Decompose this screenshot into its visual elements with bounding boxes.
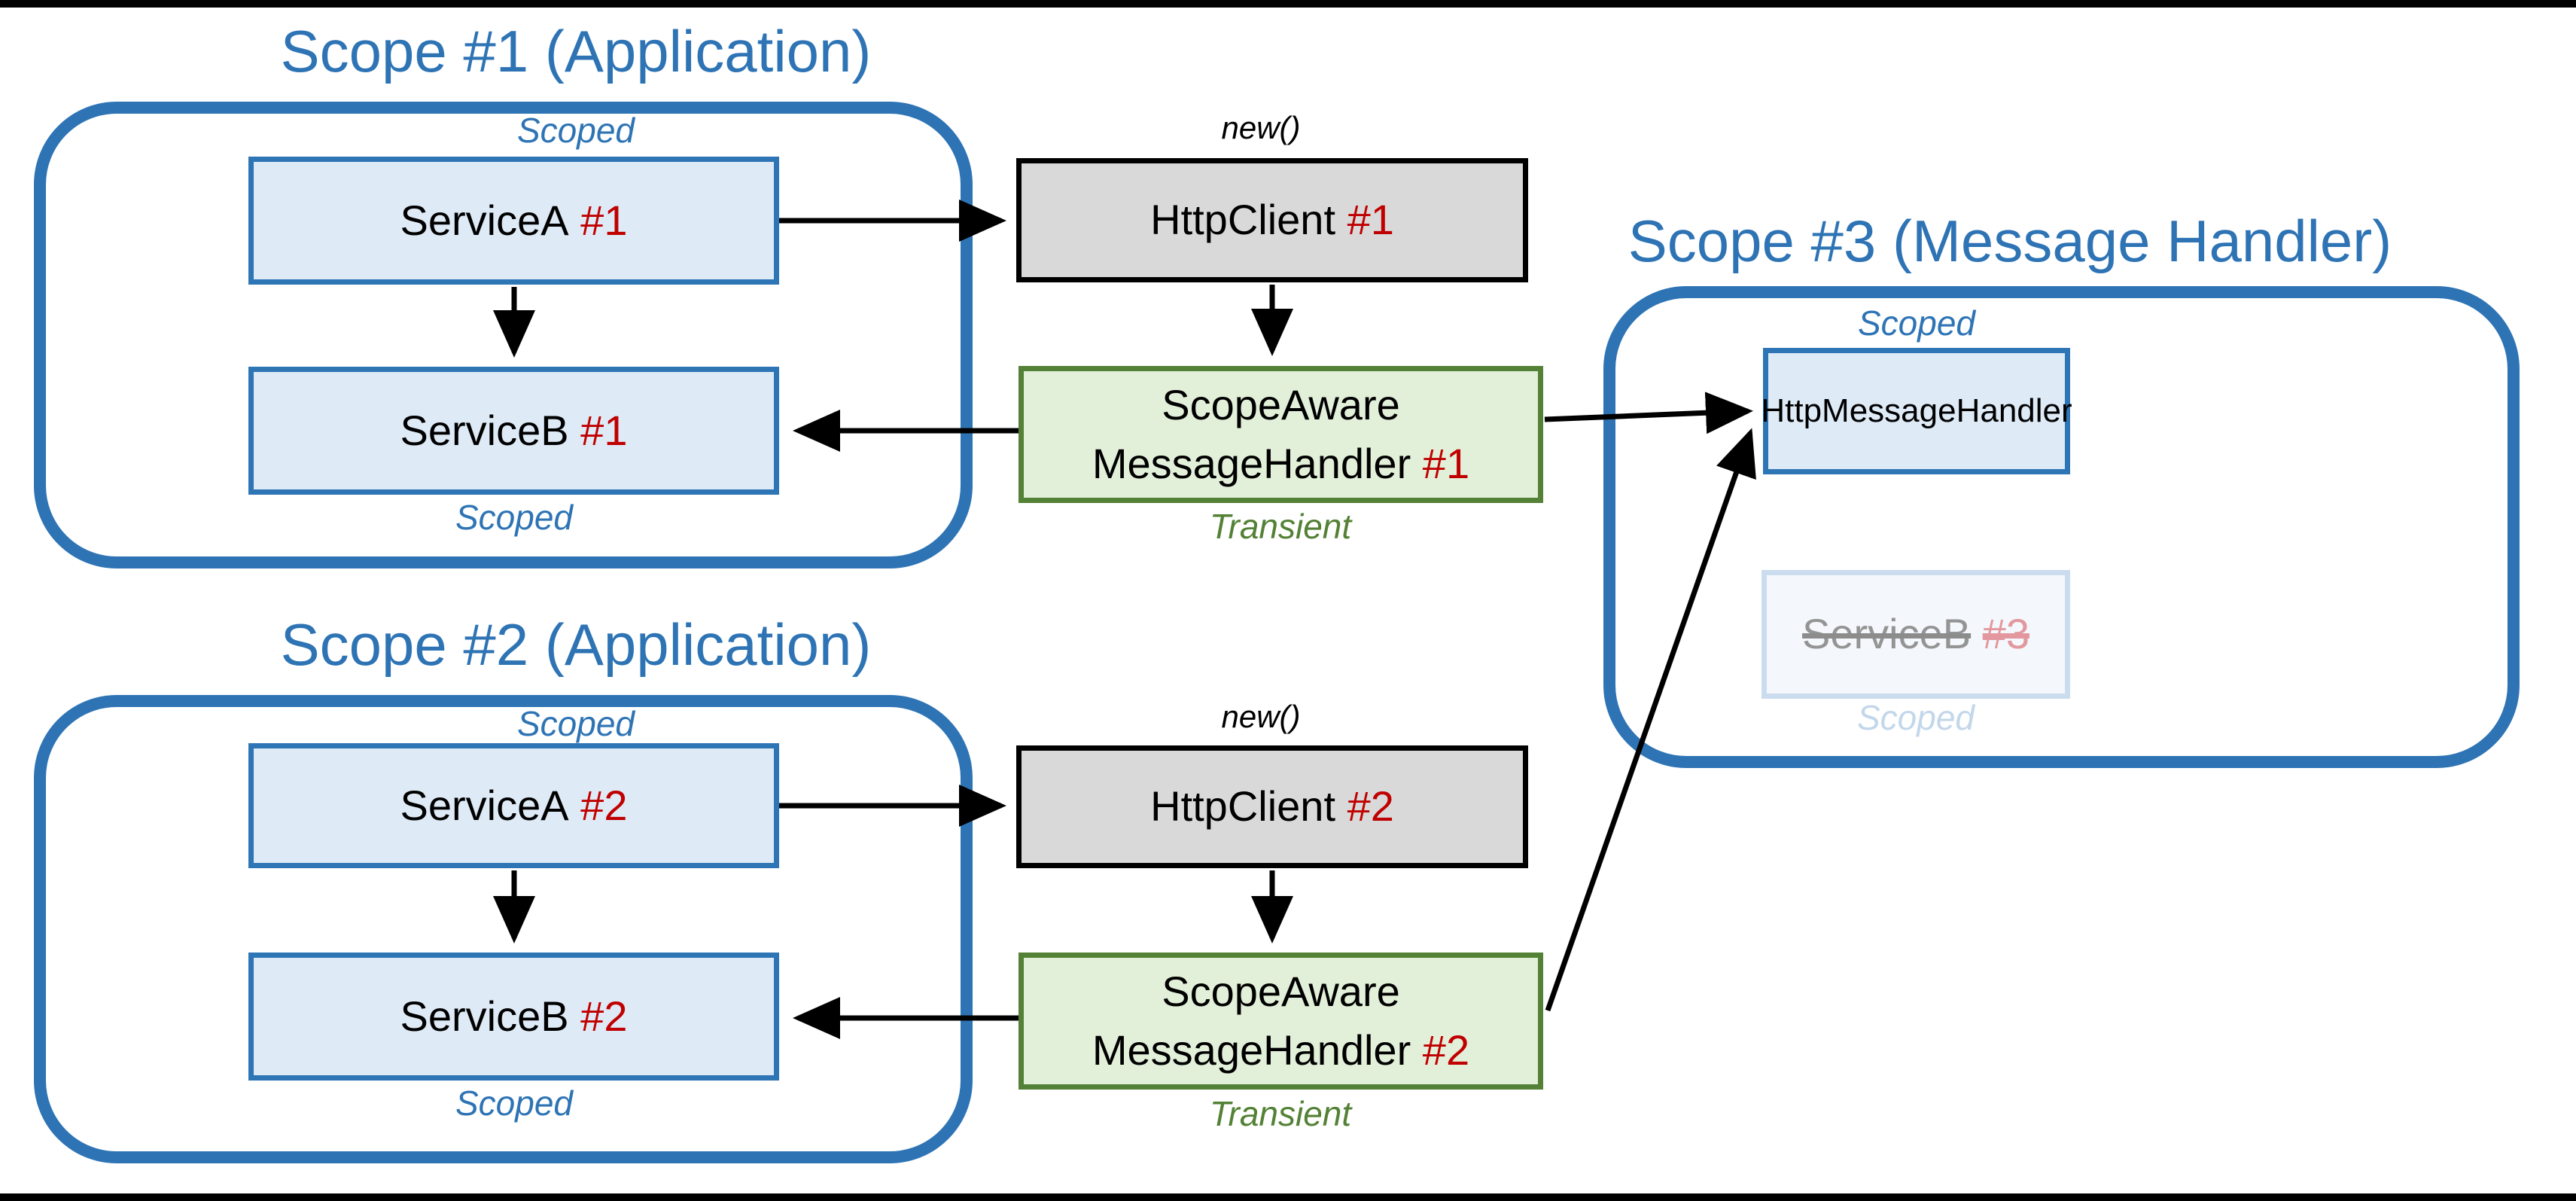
scope1-scoped-top-label: Scoped bbox=[516, 111, 635, 150]
serviceb1-tag: #1 bbox=[580, 406, 628, 454]
serviceb3-tag: #3 bbox=[1982, 610, 2029, 658]
scope3-title: Scope #3 (Message Handler) bbox=[1628, 208, 2392, 274]
httpmessagehandler-box: HttpMessageHandler bbox=[1761, 348, 2072, 474]
serviceb1-box: ServiceB #1 bbox=[248, 367, 779, 495]
serviceb2-label: ServiceB #2 bbox=[400, 992, 628, 1040]
messagehandler2-lifetime-label: Transient bbox=[1209, 1094, 1352, 1133]
scope3-scoped-bottom-label: Scoped bbox=[1856, 698, 1975, 737]
servicea1-tag: #1 bbox=[580, 196, 628, 244]
scope3-scoped-top-label: Scoped bbox=[1857, 303, 1975, 343]
messagehandler1-box: ScopeAware MessageHandler #1 bbox=[1019, 366, 1543, 503]
servicea1-label: ServiceA #1 bbox=[400, 196, 628, 244]
httpclient1-label: HttpClient #1 bbox=[1150, 196, 1394, 244]
serviceb2-box: ServiceB #2 bbox=[248, 953, 779, 1081]
messagehandler1-tag: #1 bbox=[1422, 440, 1470, 487]
httpclient1-tag: #1 bbox=[1347, 196, 1394, 244]
httpclient2-box: HttpClient #2 bbox=[1016, 745, 1528, 868]
serviceb2-tag: #2 bbox=[580, 992, 628, 1040]
serviceb1-label: ServiceB #1 bbox=[400, 406, 628, 454]
scope1-title: Scope #1 (Application) bbox=[280, 18, 872, 84]
messagehandler2-line1: ScopeAware bbox=[1162, 967, 1400, 1015]
servicea1-box: ServiceA #1 bbox=[248, 157, 779, 285]
httpclient2-new-label: new() bbox=[1221, 699, 1301, 734]
httpmessagehandler-label: HttpMessageHandler bbox=[1761, 392, 2072, 430]
messagehandler2-box: ScopeAware MessageHandler #2 bbox=[1019, 953, 1543, 1090]
messagehandler1-line1: ScopeAware bbox=[1162, 380, 1400, 428]
httpclient2-tag: #2 bbox=[1347, 782, 1394, 831]
messagehandler1-lifetime-label: Transient bbox=[1209, 507, 1352, 546]
servicea2-box: ServiceA #2 bbox=[248, 743, 779, 868]
scope3-container bbox=[1603, 286, 2520, 768]
letterbox-bottom bbox=[0, 1193, 2576, 1201]
scope2-scoped-top-label: Scoped bbox=[516, 704, 635, 743]
httpclient2-label: HttpClient #2 bbox=[1150, 782, 1394, 831]
scope1-scoped-bottom-label: Scoped bbox=[455, 498, 573, 537]
scope2-scoped-bottom-label: Scoped bbox=[455, 1084, 573, 1123]
messagehandler2-tag: #2 bbox=[1422, 1026, 1470, 1074]
httpclient1-box: HttpClient #1 bbox=[1016, 158, 1528, 282]
servicea2-tag: #2 bbox=[580, 781, 628, 829]
scope2-title: Scope #2 (Application) bbox=[280, 611, 872, 678]
servicea2-label: ServiceA #2 bbox=[400, 781, 628, 829]
messagehandler2-line2: MessageHandler #2 bbox=[1092, 1026, 1470, 1074]
messagehandler1-line2: MessageHandler #1 bbox=[1092, 440, 1470, 487]
serviceb3-box-disposed: ServiceB #3 bbox=[1761, 570, 2070, 699]
serviceb3-label: ServiceB #3 bbox=[1802, 610, 2029, 658]
httpclient1-new-label: new() bbox=[1221, 110, 1301, 145]
letterbox-top bbox=[0, 0, 2576, 8]
